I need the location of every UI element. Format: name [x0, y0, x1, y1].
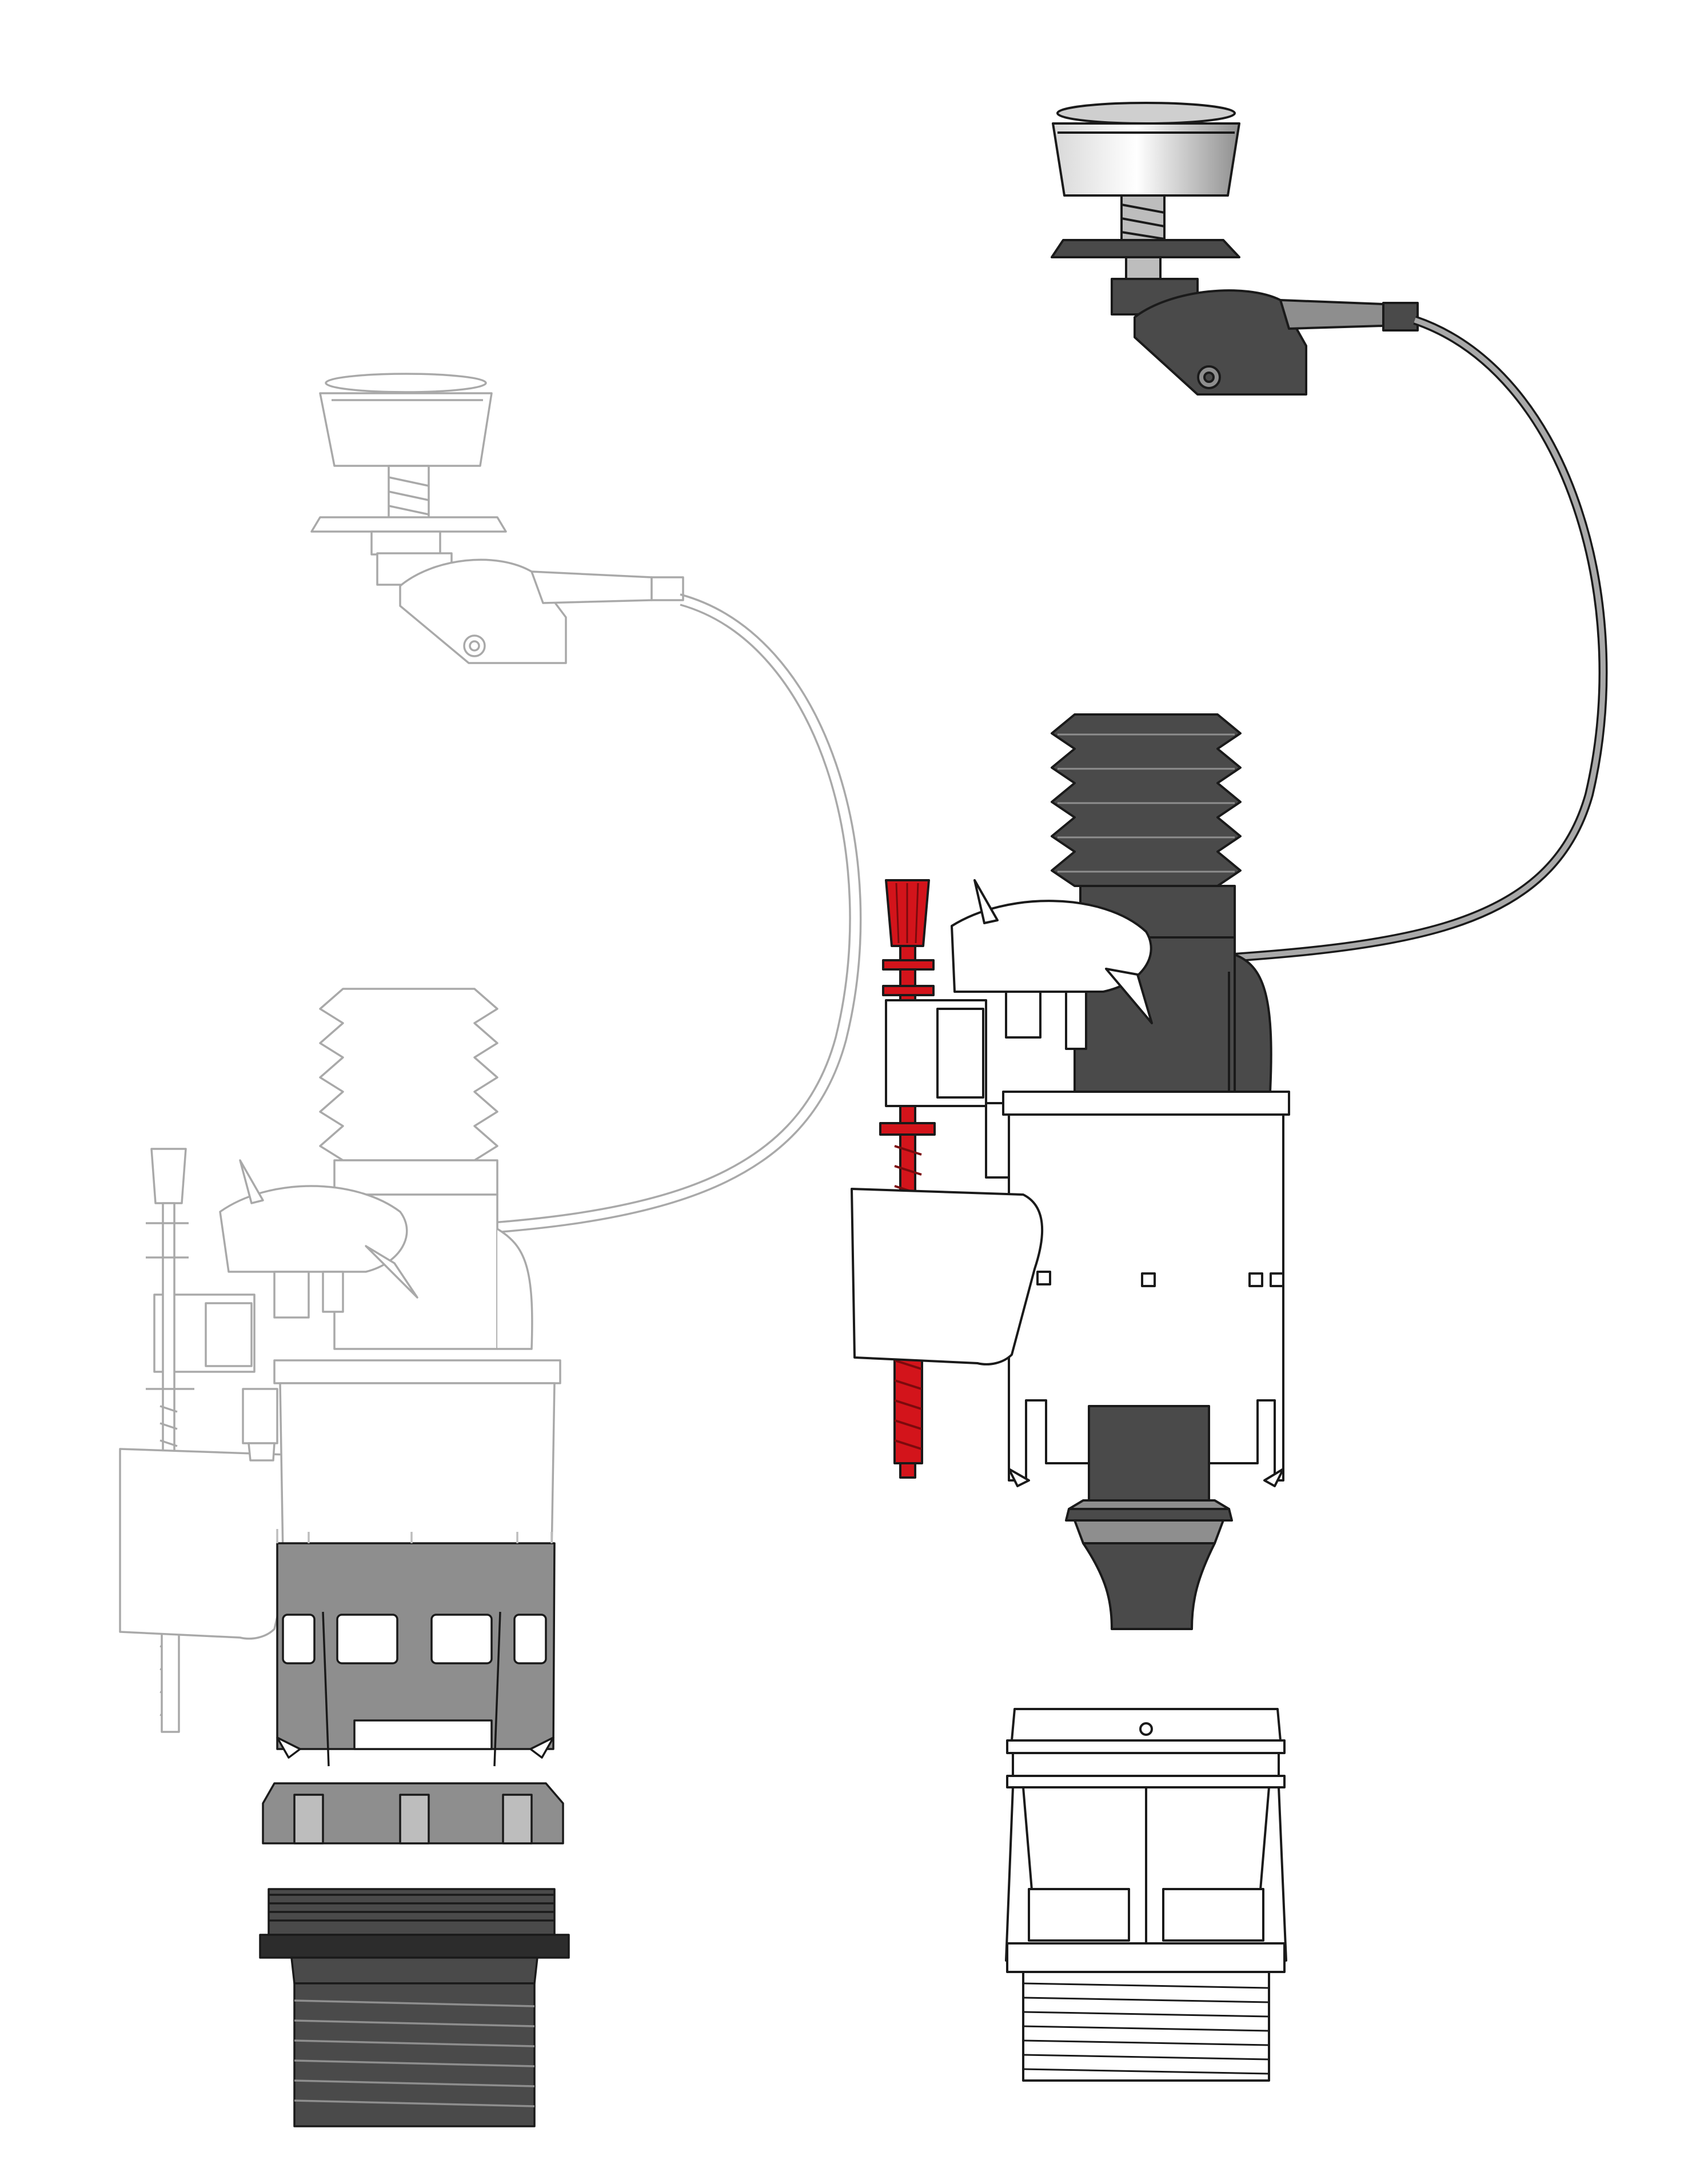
cage [1005, 1708, 1287, 1973]
ghost-cage [276, 1529, 556, 1767]
ghost-bellows [319, 988, 533, 1350]
outlet-tube [1065, 1405, 1233, 1630]
ghost-valve-body [242, 1359, 561, 1556]
mount-flange [1051, 239, 1240, 258]
ghost-cable-actuator [376, 552, 684, 664]
spring [1120, 194, 1166, 241]
highlighted-assembly [851, 102, 1608, 2082]
ghost-push-button [319, 373, 493, 467]
ghost-bowden-cable [400, 593, 862, 1239]
adjust-rod [879, 879, 936, 1479]
valve-body [1002, 1091, 1290, 1487]
push-button [1052, 102, 1240, 197]
ghost-adjust-rod [146, 1148, 194, 1733]
ghost-mount-flange [310, 516, 507, 533]
ghost-lock-ring [262, 1782, 564, 1844]
cable-actuator [1111, 278, 1419, 396]
ghost-valve-head [153, 1159, 418, 1373]
valve-head [885, 879, 1153, 1179]
ghost-threaded-nut [259, 1888, 570, 2127]
threaded-seat [1022, 1971, 1270, 2082]
float [851, 1188, 1044, 1366]
ghost-assembly [119, 373, 862, 1733]
